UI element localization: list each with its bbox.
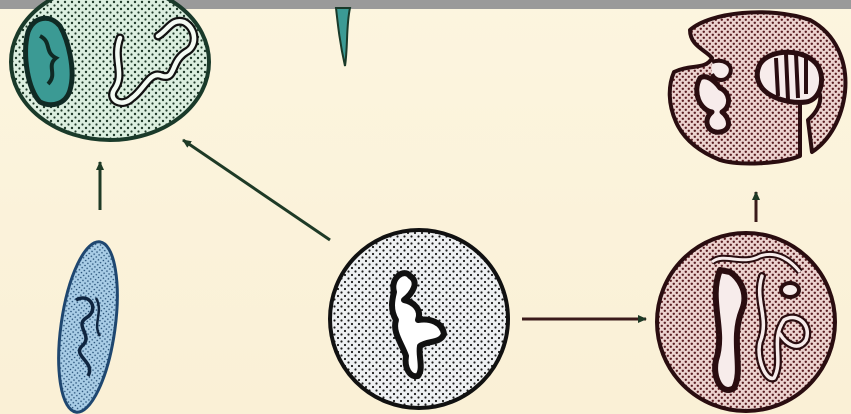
center-cell — [330, 230, 508, 408]
red-cell-upper — [670, 12, 846, 163]
green-stalk — [336, 8, 350, 66]
green-nucleus — [26, 18, 72, 104]
red-cell-lower — [657, 233, 835, 411]
blue-cell — [49, 238, 126, 414]
arrow-center-to-green — [183, 140, 330, 240]
green-cell — [11, 0, 209, 140]
